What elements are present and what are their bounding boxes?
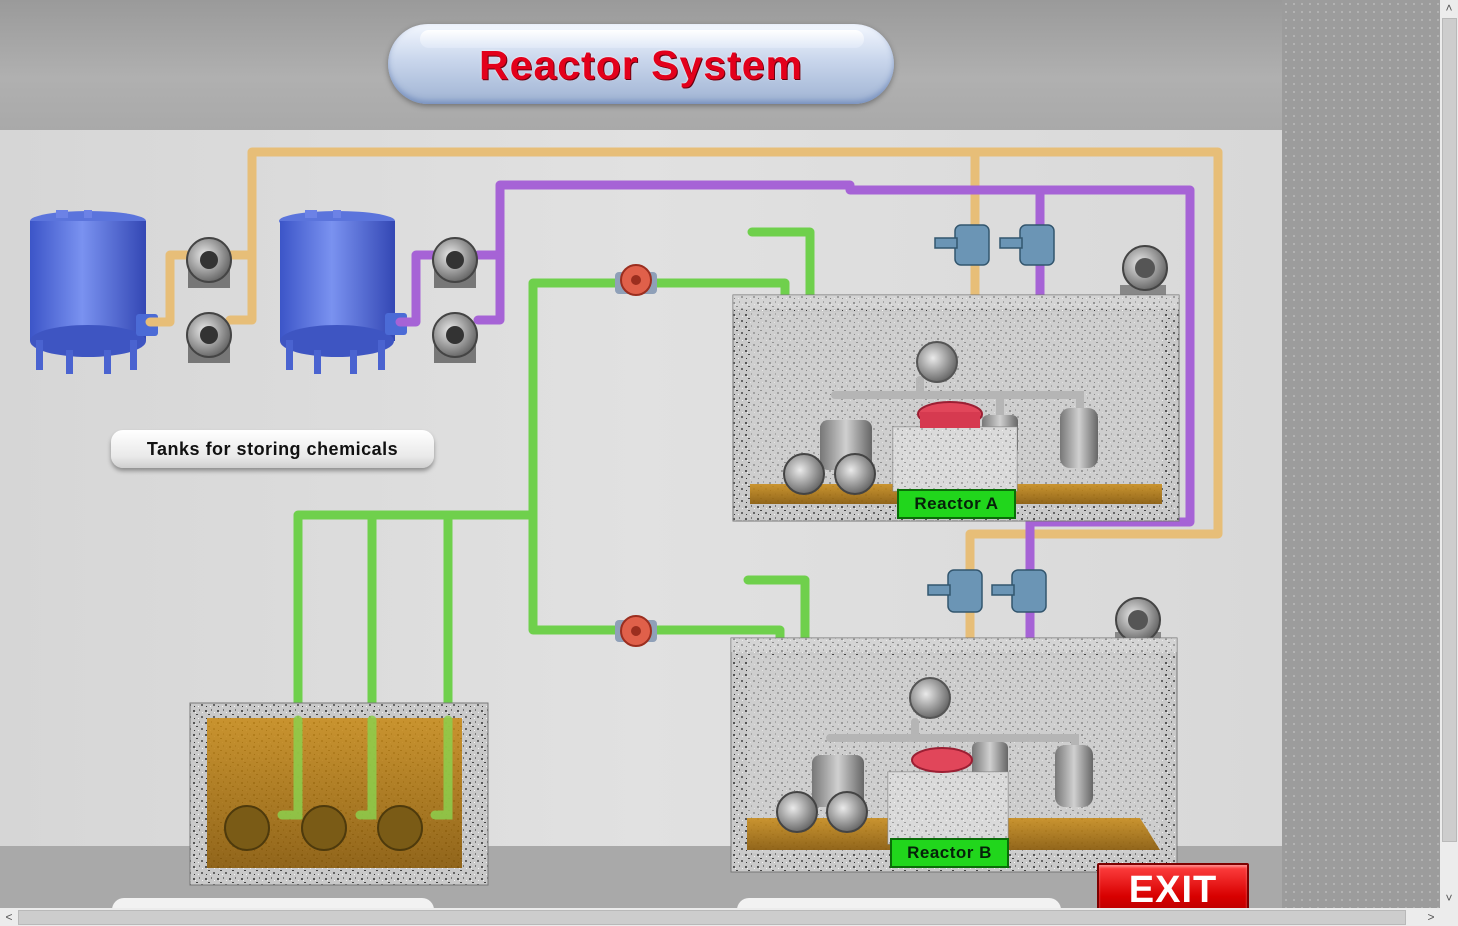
effluent-drop-pipes (277, 715, 453, 820)
scroll-right-icon[interactable]: > (1427, 910, 1435, 924)
page-title: Reactor System (479, 42, 803, 88)
reactor-a-equipment (783, 341, 1098, 495)
pump-purple-1 (432, 237, 478, 288)
horizontal-scrollbar[interactable]: < > (0, 908, 1440, 926)
horizontal-scroll-thumb[interactable] (18, 910, 1406, 925)
scroll-left-icon[interactable]: < (5, 910, 13, 924)
scroll-down-icon[interactable]: ˅ (1445, 891, 1453, 905)
valve-reactor-b-inlet[interactable] (615, 615, 657, 647)
exit-button[interactable]: EXIT (1097, 863, 1249, 908)
dosing-valves-b[interactable] (927, 569, 1047, 613)
pump-purple-2 (432, 312, 478, 363)
pump-yellow-1 (186, 237, 232, 288)
reactor-a-tag[interactable]: Reactor A (897, 489, 1016, 519)
vertical-scrollbar[interactable]: ˄ ˅ (1440, 0, 1458, 908)
title-banner: Reactor System (388, 24, 894, 104)
pump-yellow-2 (186, 312, 232, 363)
scroll-up-icon[interactable]: ˄ (1445, 1, 1453, 15)
reactor-b-equipment (776, 677, 1093, 845)
hidden-label-left (112, 898, 434, 908)
scrollbar-corner (1440, 908, 1458, 926)
motor-reactor-a (1120, 245, 1168, 301)
storage-tank-2 (279, 210, 407, 374)
tanks-label: Tanks for storing chemicals (111, 430, 434, 468)
title-gloss (420, 30, 864, 48)
reactor-b-tag[interactable]: Reactor B (890, 838, 1009, 868)
process-diagram (30, 147, 1223, 908)
hmi-viewport: Reactor System Tanks for storing chemica… (0, 0, 1440, 908)
dosing-valves-a[interactable] (934, 224, 1055, 266)
valve-reactor-a-inlet[interactable] (615, 264, 657, 296)
side-panel (1282, 0, 1440, 908)
vertical-scroll-thumb[interactable] (1442, 18, 1457, 842)
hidden-label-right (737, 898, 1061, 908)
storage-tank-1 (30, 210, 158, 374)
effluent-tank (189, 702, 489, 886)
